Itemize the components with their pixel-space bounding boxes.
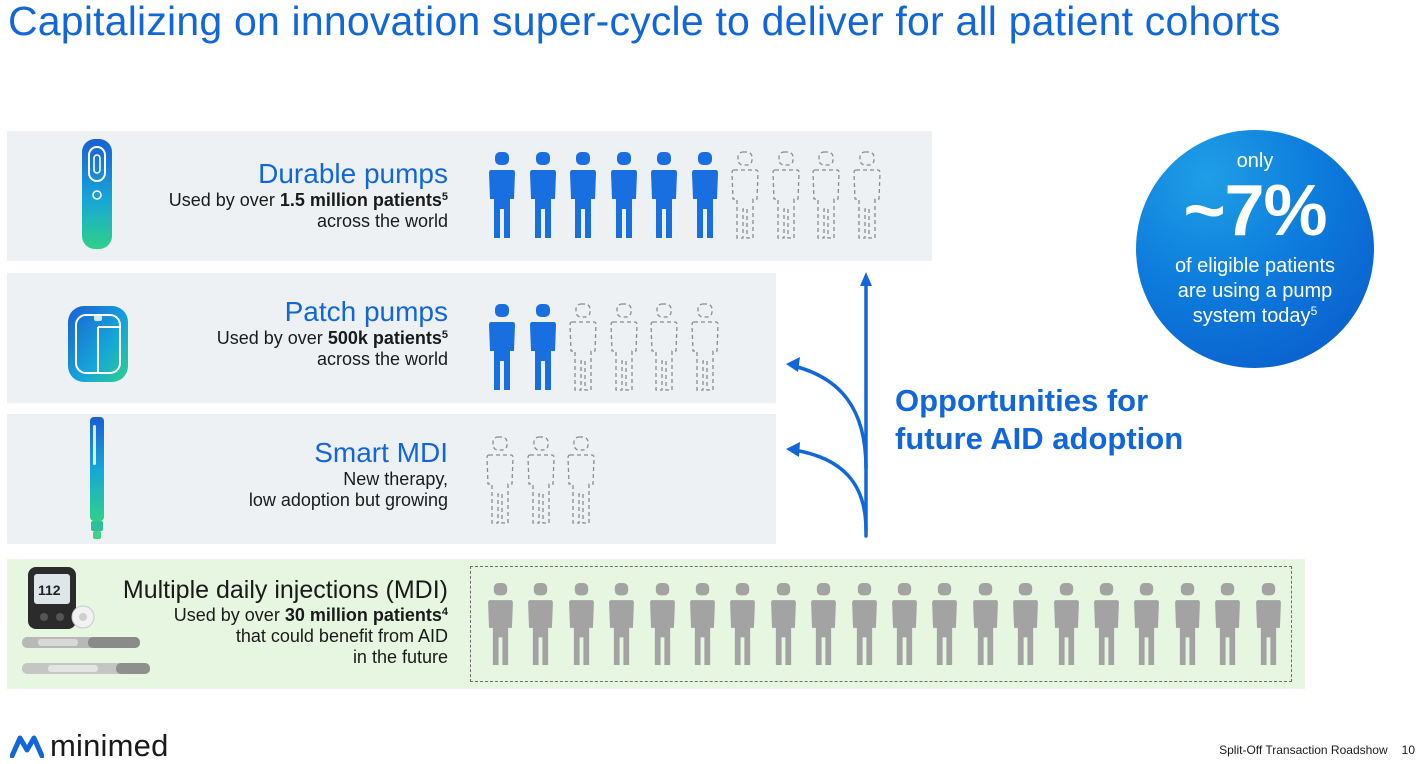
- smart-mdi-label: Smart MDI New therapy, low adoption but …: [249, 437, 448, 511]
- mdi-gray-person-icon: [1255, 582, 1282, 666]
- smart-pen-icon: [90, 417, 104, 539]
- mdi-gray-person-icon: [810, 582, 837, 666]
- patch-filled-person-icon: [488, 303, 516, 391]
- opportunities-line2: future AID adoption: [895, 421, 1184, 456]
- meter-reading: 112: [38, 582, 61, 598]
- durable-pumps-label: Durable pumps Used by over 1.5 million p…: [169, 158, 448, 232]
- durable-pumps-title: Durable pumps: [258, 158, 448, 189]
- durable-outline-person-icon: [812, 151, 840, 239]
- patch-outline-person-icon: [609, 303, 638, 391]
- durable-pumps-scope: across the world: [316, 211, 448, 231]
- smart-mdi-line1: New therapy,: [343, 469, 448, 489]
- durable-filled-person-icon: [569, 151, 597, 239]
- mdi-benefit: that could benefit from AID: [235, 626, 448, 646]
- smart-mdi-line2: low adoption but growing: [248, 490, 448, 510]
- footer: Split-Off Transaction Roadshow 10: [1219, 743, 1415, 757]
- mdi-gray-person-icon: [1053, 582, 1080, 666]
- mdi-gray-person-icon: [1133, 582, 1160, 666]
- durable-filled-person-icon: [488, 151, 516, 239]
- durable-outline-person-icon: [731, 151, 759, 239]
- stat-only: only: [1236, 150, 1274, 172]
- mdi-gray-person-icon: [527, 582, 554, 666]
- patch-outline-person-icon: [569, 303, 597, 391]
- mdi-future: in the future: [352, 647, 448, 667]
- patch-pumps-band: [7, 273, 776, 403]
- mdi-gray-person-icon: [608, 582, 635, 666]
- durable-filled-person-icon: [650, 151, 678, 239]
- mdi-gray-person-icon: [972, 582, 999, 666]
- smart-outline-person-icon: [567, 436, 595, 524]
- mdi-gray-person-icon: [487, 582, 514, 666]
- mdi-devices-icon: 112: [22, 567, 150, 674]
- durable-filled-person-icon: [691, 151, 719, 239]
- mdi-gray-person-icon: [1093, 582, 1120, 666]
- durable-filled-person-icon: [610, 151, 638, 239]
- patch-pumps-title: Patch pumps: [284, 296, 448, 327]
- durable-pumps-band: [7, 131, 932, 261]
- patch-pumps-label: Patch pumps Used by over 500k patients5 …: [217, 296, 448, 370]
- mdi-gray-person-icon: [649, 582, 676, 666]
- opportunities-line1: Opportunities for: [895, 383, 1149, 418]
- patch-pumps-scope: across the world: [316, 349, 448, 369]
- footer-text: Split-Off Transaction Roadshow: [1219, 743, 1388, 757]
- patch-outline-person-icon: [690, 303, 719, 391]
- smart-outline-person-icon: [486, 436, 514, 524]
- patch-filled-person-icon: [529, 303, 557, 391]
- mdi-gray-person-icon: [568, 582, 595, 666]
- mdi-title: Multiple daily injections (MDI): [122, 576, 448, 604]
- slide-title: Capitalizing on innovation super-cycle t…: [8, 0, 1281, 44]
- mdi-usage: Used by over 30 million patients4: [173, 605, 448, 625]
- patch-pump-icon: [68, 306, 128, 382]
- durable-outline-person-icon: [771, 151, 800, 239]
- durable-pump-icon: [82, 139, 112, 249]
- mdi-gray-person-icon: [729, 582, 756, 666]
- mdi-gray-person-icon: [931, 582, 958, 666]
- opportunities-text: Opportunities for future AID adoption: [895, 382, 1183, 458]
- brand-name: minimed: [50, 728, 169, 763]
- mdi-dashed-frame: [470, 566, 1292, 682]
- page-number: 10: [1401, 743, 1415, 757]
- mdi-gray-person-icon: [689, 582, 716, 666]
- durable-filled-person-icon: [529, 151, 557, 239]
- smart-mdi-title: Smart MDI: [314, 437, 448, 468]
- smart-mdi-band: [7, 414, 776, 544]
- mdi-gray-person-icon: [1174, 582, 1201, 666]
- mdi-label: Multiple daily injections (MDI) Used by …: [123, 575, 448, 668]
- mdi-gray-person-icon: [1214, 582, 1241, 666]
- minimed-logo: minimed: [10, 728, 169, 764]
- smart-outline-person-icon: [526, 436, 555, 524]
- opportunity-arrows: [786, 272, 872, 538]
- patch-outline-person-icon: [650, 303, 678, 391]
- patch-pumps-usage: Used by over 500k patients5: [216, 328, 448, 348]
- mdi-gray-person-icon: [770, 582, 797, 666]
- durable-outline-person-icon: [852, 151, 881, 239]
- stat-description: of eligible patients are using a pump sy…: [1174, 255, 1336, 327]
- adoption-stat-circle: only ~7% of eligible patients are using …: [1136, 130, 1374, 368]
- durable-pumps-usage: Used by over 1.5 million patients5: [168, 190, 448, 210]
- mdi-gray-person-icon: [1012, 582, 1039, 666]
- mdi-gray-person-icon: [891, 582, 918, 666]
- mdi-gray-person-icon: [851, 582, 878, 666]
- minimed-logo-icon: [10, 735, 44, 758]
- stat-value: ~7%: [1183, 171, 1327, 251]
